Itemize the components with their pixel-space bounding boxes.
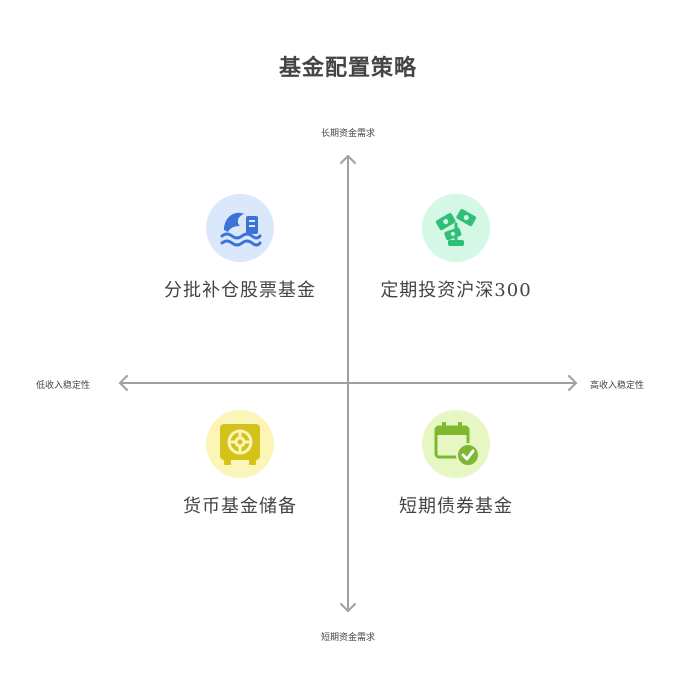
quadrant-top-left: 分批补仓股票基金 [120,194,360,302]
calendar-check-icon [434,422,480,467]
safe-icon [220,424,260,465]
axis-label-bottom: 短期资金需求 [320,633,375,643]
quadrant-label: 货币基金储备 [183,496,297,517]
diagram-title: 基金配置策略 [278,55,417,81]
icon-circle [206,194,274,262]
quadrant-label: 定期投资沪深300 [380,280,532,301]
arrow-down [340,603,356,612]
wave-icon [220,212,262,247]
quadrant-label: 短期债券基金 [399,496,513,517]
axis-label-right: 高收入稳定性 [590,381,645,391]
quadrant-top-right: 定期投资沪深300 [336,194,576,302]
icon-circle [206,410,274,478]
icon-circle [422,194,490,262]
quadrant-bottom-left: 货币基金储备 [120,410,360,518]
icon-circle [422,410,490,478]
axis-label-top: 长期资金需求 [320,129,375,139]
money-plant-icon [435,209,477,246]
arrow-left [119,375,128,391]
arrow-right [568,375,577,391]
arrow-up [340,155,356,164]
quadrant-bottom-right: 短期债券基金 [336,410,576,518]
quadrant-label: 分批补仓股票基金 [164,280,316,301]
axis-label-left: 低收入稳定性 [36,381,91,391]
